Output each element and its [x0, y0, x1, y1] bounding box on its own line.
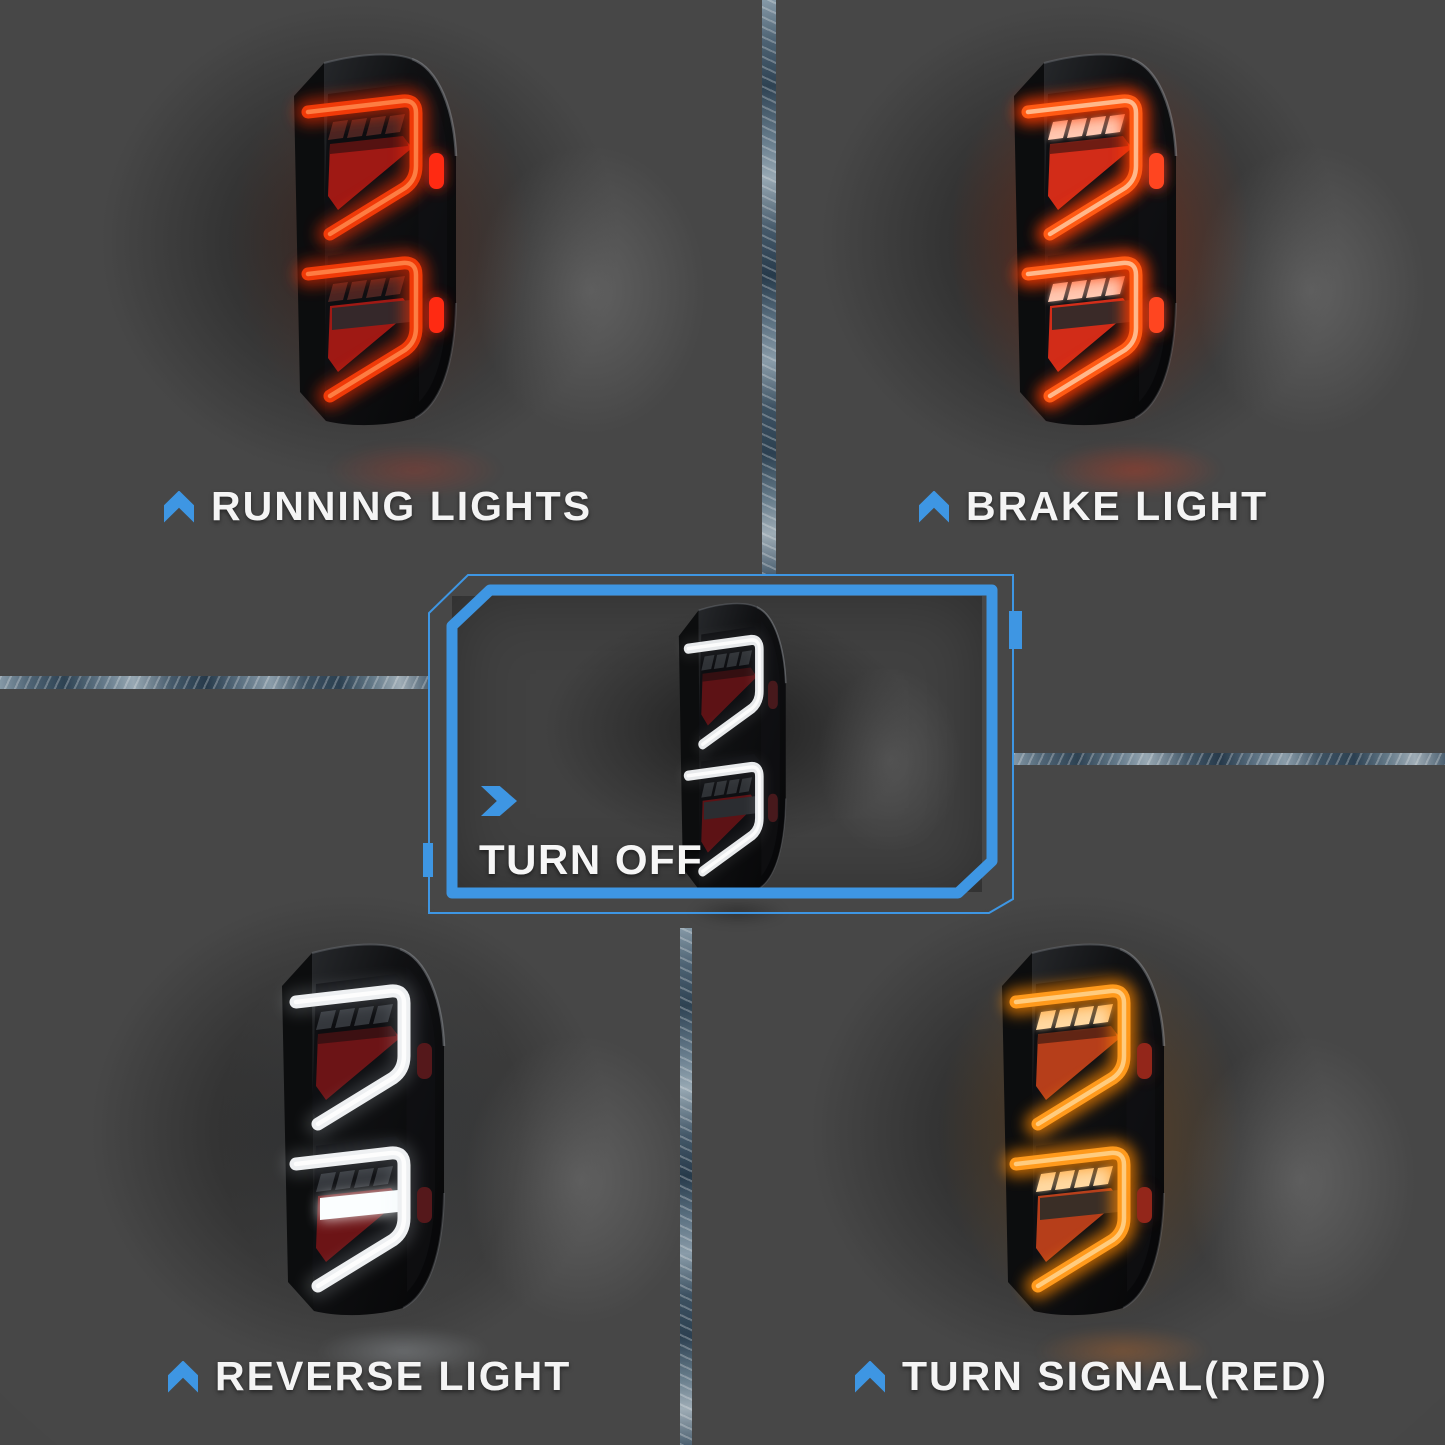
divider-right-horizontal	[1013, 753, 1445, 765]
caption-running-lights: RUNNING LIGHTS	[211, 483, 593, 529]
floor-reflection	[290, 430, 540, 510]
divider-bottom-vertical	[680, 928, 692, 1445]
frame-tick-left	[423, 843, 433, 877]
chevron-up-icon	[919, 490, 949, 523]
frame-tick-right	[1009, 611, 1022, 649]
tail-light-turn-signal	[978, 940, 1178, 1325]
caption-row: REVERSE LIGHT	[168, 1353, 571, 1400]
photo-halo	[1150, 90, 1445, 490]
caption-reverse-light: REVERSE LIGHT	[215, 1353, 572, 1399]
caption-turn-signal: TURN SIGNAL(RED)	[902, 1353, 1329, 1399]
tail-light-brake	[990, 50, 1190, 435]
photo-halo	[430, 90, 750, 490]
photo-halo	[790, 630, 990, 890]
caption-row: BRAKE LIGHT	[919, 483, 1268, 530]
caption-brake-light: BRAKE LIGHT	[966, 483, 1269, 529]
callout-frame	[423, 574, 1022, 914]
chevron-up-icon	[164, 490, 194, 523]
divider-top-vertical	[762, 0, 776, 574]
photo-halo	[1140, 980, 1445, 1380]
chevron-up-icon	[855, 1360, 885, 1393]
caption-turn-off: TURN OFF	[479, 836, 704, 883]
chevron-up-icon	[168, 1360, 198, 1393]
divider-left-horizontal	[0, 676, 430, 689]
tail-light-reverse	[258, 940, 458, 1325]
tail-light-running	[270, 50, 470, 435]
caption-row: RUNNING LIGHTS	[164, 483, 592, 530]
caption-row: TURN SIGNAL(RED)	[855, 1353, 1328, 1400]
floor-reflection	[1010, 430, 1260, 510]
floor-reflection	[998, 1316, 1248, 1386]
floor-reflection	[278, 1316, 528, 1386]
